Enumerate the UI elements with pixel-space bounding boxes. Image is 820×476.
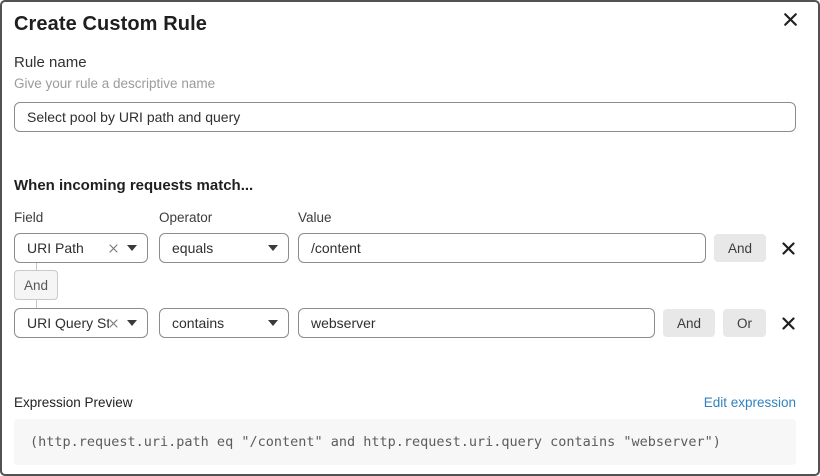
field-select-row1[interactable]: URI Path [14, 233, 148, 263]
and-button-row2[interactable]: And [662, 309, 715, 337]
row-connector: And [14, 263, 58, 308]
expression-code-block: (http.request.uri.path eq "/content" and… [14, 419, 796, 465]
field-select-row2[interactable]: URI Query St... [14, 308, 148, 338]
dialog-title: Create Custom Rule [14, 13, 207, 35]
rule-name-helper: Give your rule a descriptive name [14, 76, 216, 91]
condition-row-2: URI Query St... contains And Or [14, 308, 796, 338]
remove-row1-button[interactable] [780, 240, 796, 256]
close-icon [783, 12, 798, 27]
delete-icon [781, 241, 795, 255]
connector-and-badge: And [14, 270, 58, 300]
close-button[interactable] [781, 10, 799, 28]
field-column-label: Field [14, 210, 44, 225]
remove-row2-button[interactable] [780, 315, 796, 331]
field-select-row1-value: URI Path [27, 240, 84, 256]
rule-name-label: Rule name [14, 54, 87, 71]
clear-field-icon[interactable] [109, 318, 118, 328]
match-section-heading: When incoming requests match... [14, 177, 254, 194]
expression-preview-label: Expression Preview [14, 395, 133, 410]
and-button-row1[interactable]: And [713, 234, 766, 262]
expression-code: (http.request.uri.path eq "/content" and… [30, 434, 721, 450]
delete-icon [781, 316, 795, 330]
operator-column-label: Operator [159, 210, 213, 225]
expression-preview-header: Expression Preview Edit expression [14, 395, 796, 410]
chevron-down-icon [268, 320, 278, 326]
chevron-down-icon [268, 245, 278, 251]
column-labels: Field Operator Value [14, 210, 796, 225]
value-column-label: Value [298, 210, 332, 225]
condition-row-1: URI Path equals And [14, 233, 796, 263]
field-select-row2-value: URI Query St... [27, 315, 109, 331]
connector-line-top [35, 263, 37, 270]
operator-select-row1-value: equals [172, 240, 214, 256]
operator-select-row2[interactable]: contains [159, 308, 289, 338]
or-button-row2[interactable]: Or [723, 309, 766, 337]
chevron-down-icon [127, 320, 137, 326]
value-input-row1[interactable] [298, 233, 706, 263]
edit-expression-link[interactable]: Edit expression [703, 395, 796, 410]
rule-name-input[interactable] [14, 102, 796, 132]
operator-select-row1[interactable]: equals [159, 233, 289, 263]
chevron-down-icon [127, 245, 137, 251]
clear-field-icon[interactable] [109, 243, 118, 253]
operator-select-row2-value: contains [172, 315, 225, 331]
connector-line-bottom [35, 300, 37, 308]
value-input-row2[interactable] [298, 308, 655, 338]
